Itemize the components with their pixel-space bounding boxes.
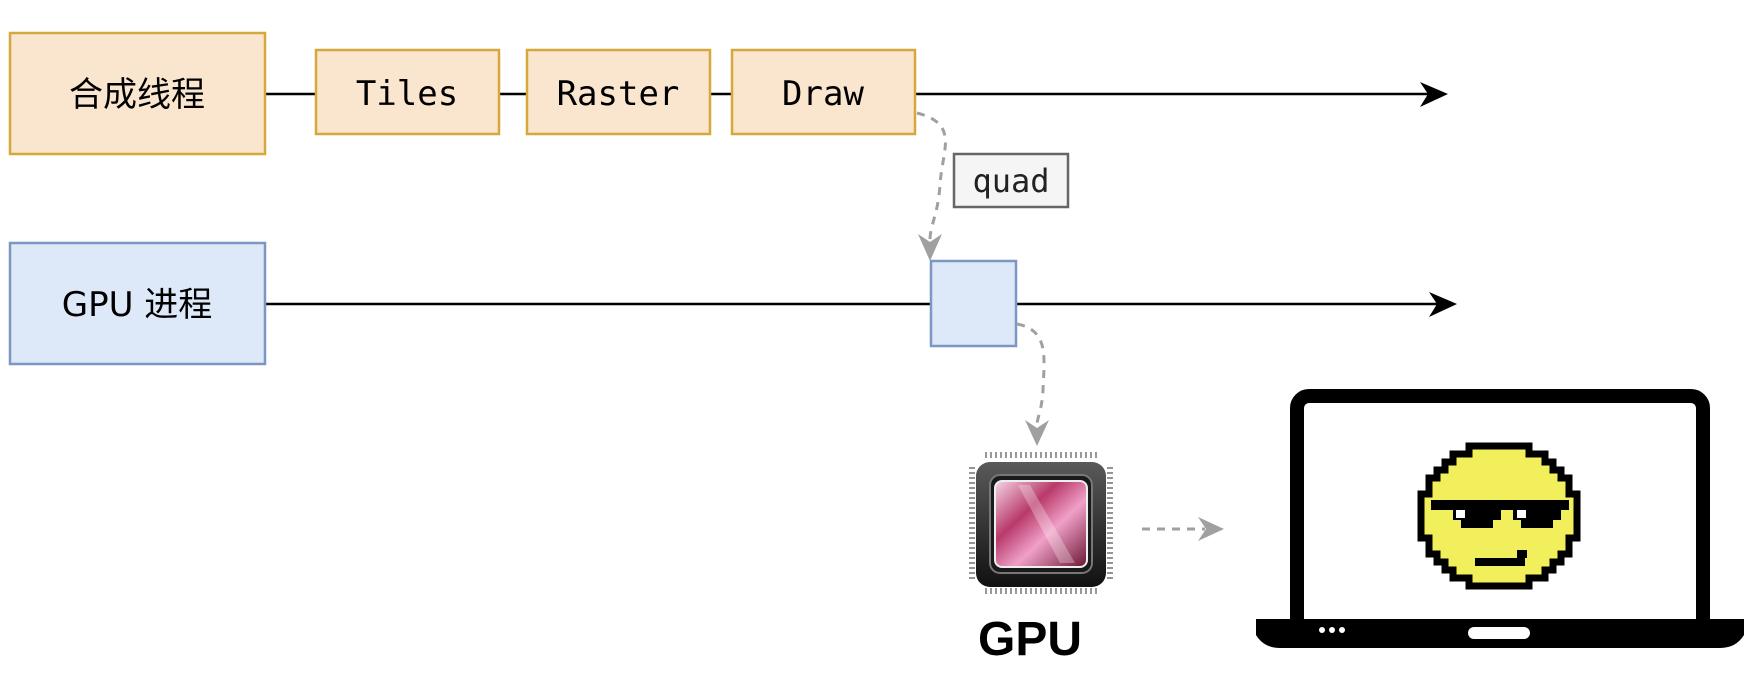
quad-tag-rect <box>952 152 1070 209</box>
gpu-process-task-box <box>929 259 1018 348</box>
stage-draw-label: Draw <box>782 74 864 114</box>
emoji-glasses-glint-right <box>1517 510 1526 518</box>
quad-tag: quad <box>952 152 1070 209</box>
gpu-process-timeline-arrowhead <box>1429 292 1457 317</box>
gpu-caption: GPU <box>978 613 1082 666</box>
laptop-trackpad-notch <box>1468 627 1530 639</box>
compositor-timeline-arrowhead <box>1420 82 1448 107</box>
gpu-chip-pins-bottom <box>985 588 1097 594</box>
stage-draw: Draw <box>730 48 917 136</box>
compositor-thread-rect <box>8 31 267 156</box>
stage-raster-rect <box>525 48 712 136</box>
stage-tiles-rect <box>314 48 501 136</box>
laptop-led-3 <box>1339 627 1345 633</box>
gpu-chip-pins-top <box>985 452 1097 458</box>
quad-tag-label: quad <box>972 162 1049 200</box>
quad-dashed-arrow <box>916 111 947 261</box>
compositor-thread-box: 合成线程 <box>8 31 267 156</box>
stage-draw-rect <box>730 48 917 136</box>
task-to-gpu-dashed-arrowhead <box>1025 420 1049 446</box>
gpu-to-screen-dashed-arrowhead <box>1198 517 1224 541</box>
emoji-mouth <box>1475 550 1527 566</box>
gpu-chip-pins-right <box>1107 467 1113 579</box>
stage-tiles: Tiles <box>314 48 501 136</box>
gpu-chip-pins <box>969 452 1113 594</box>
gpu-chip-icon <box>969 452 1113 594</box>
laptop-led-2 <box>1329 627 1335 633</box>
task-to-gpu-dashed-path <box>1016 322 1046 426</box>
task-to-gpu-dashed-arrow <box>1016 322 1049 446</box>
cool-face-emoji-icon <box>1417 442 1581 590</box>
emoji-glasses-glint-left <box>1456 510 1465 518</box>
stage-tiles-label: Tiles <box>356 74 458 114</box>
gpu-process-rect <box>8 241 267 366</box>
gpu-process-box: GPU 进程 <box>8 241 267 366</box>
stage-raster: Raster <box>525 48 712 136</box>
compositor-thread-label: 合成线程 <box>69 75 205 115</box>
quad-dashed-path <box>916 111 947 241</box>
gpu-chip-die-highlight <box>1018 485 1075 563</box>
stage-raster-label: Raster <box>557 74 680 114</box>
gpu-chip-pins-left <box>969 467 975 579</box>
emoji-sunglasses <box>1431 500 1569 528</box>
gpu-process-label: GPU 进程 <box>62 285 213 325</box>
gpu-process-timeline <box>265 292 1457 317</box>
laptop-led-1 <box>1319 627 1325 633</box>
gpu-chip-die <box>994 480 1088 568</box>
quad-dashed-arrowhead <box>918 234 942 261</box>
gpu-to-screen-dashed-arrow <box>1142 517 1224 541</box>
